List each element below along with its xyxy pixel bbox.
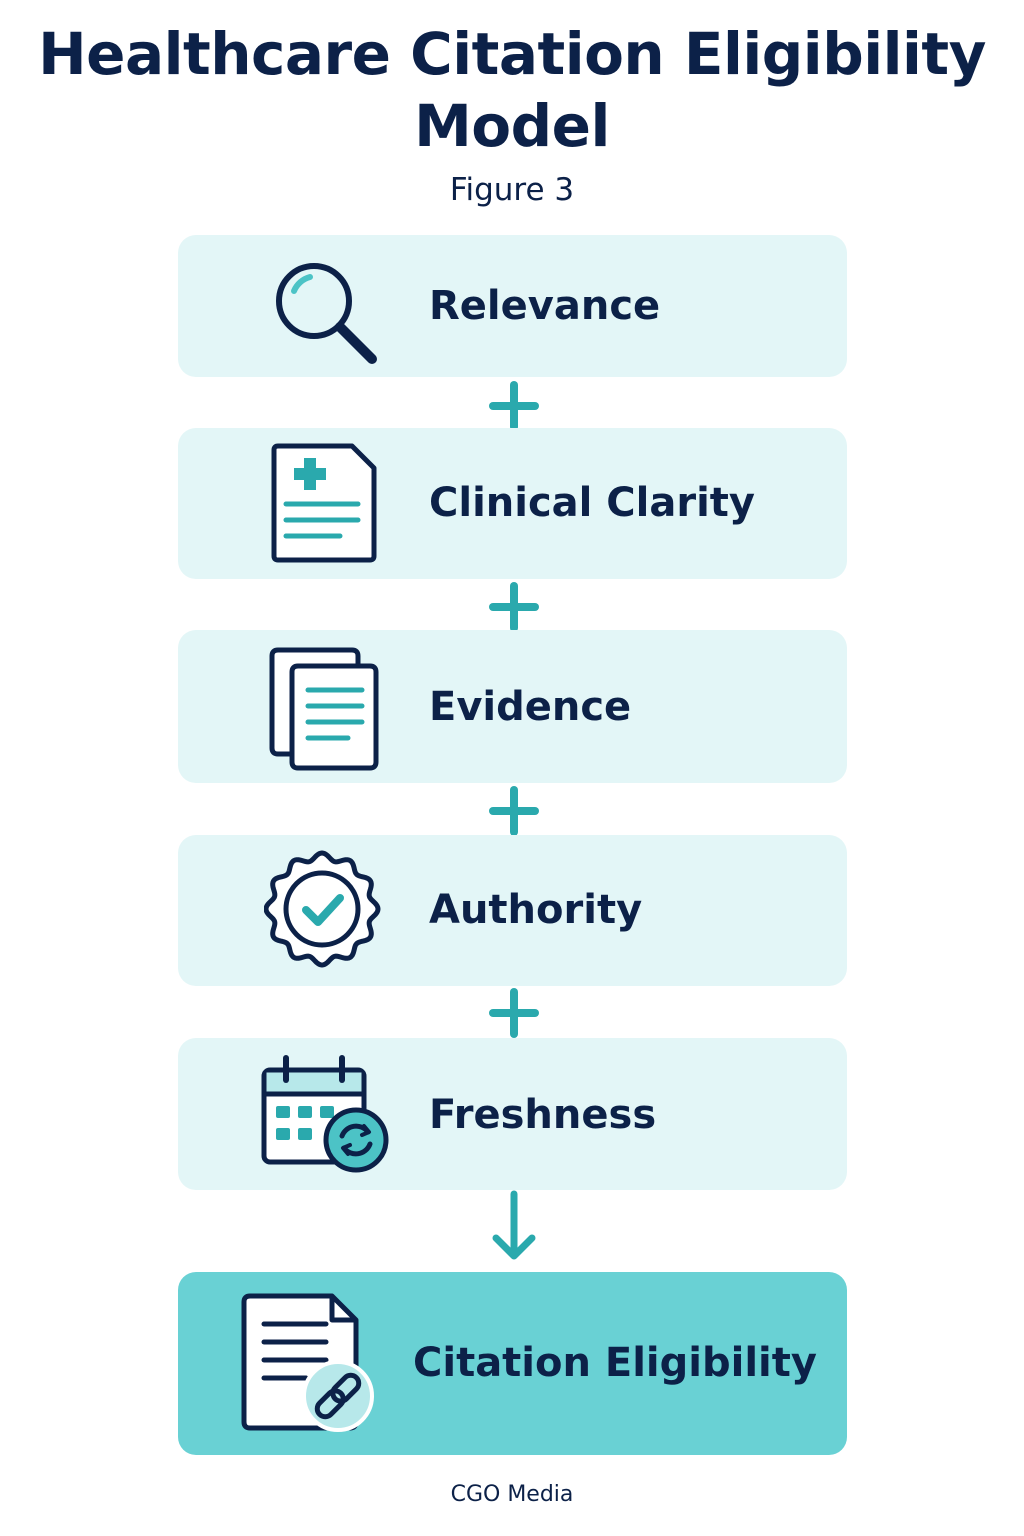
document-link-icon <box>240 1292 380 1437</box>
step-label: Authority <box>429 887 643 933</box>
step-label: Clinical Clarity <box>429 480 755 526</box>
plus-icon <box>487 986 541 1040</box>
footer-credit: CGO Media <box>450 1482 574 1507</box>
plus-icon <box>487 379 541 433</box>
calendar-refresh-icon <box>258 1052 398 1182</box>
figure-caption: Figure 3 <box>449 172 575 208</box>
step-freshness: Freshness <box>178 1038 847 1190</box>
diagram-title: Healthcare Citation Eligibility Model <box>38 20 986 160</box>
result-citation-eligibility: Citation Eligibility <box>178 1272 847 1455</box>
result-label: Citation Eligibility <box>413 1340 817 1386</box>
medical-document-icon <box>264 440 384 570</box>
step-clinical-clarity: Clinical Clarity <box>178 428 847 579</box>
step-relevance: Relevance <box>178 235 847 377</box>
step-label: Relevance <box>429 283 661 329</box>
badge-checkmark-icon <box>264 845 384 975</box>
plus-icon <box>487 784 541 838</box>
arrow-down-icon <box>487 1190 541 1264</box>
magnifying-glass-icon <box>264 245 384 375</box>
step-label: Freshness <box>429 1092 657 1138</box>
step-authority: Authority <box>178 835 847 986</box>
stacked-documents-icon <box>264 644 384 774</box>
plus-icon <box>487 580 541 634</box>
step-evidence: Evidence <box>178 630 847 783</box>
step-label: Evidence <box>429 684 632 730</box>
